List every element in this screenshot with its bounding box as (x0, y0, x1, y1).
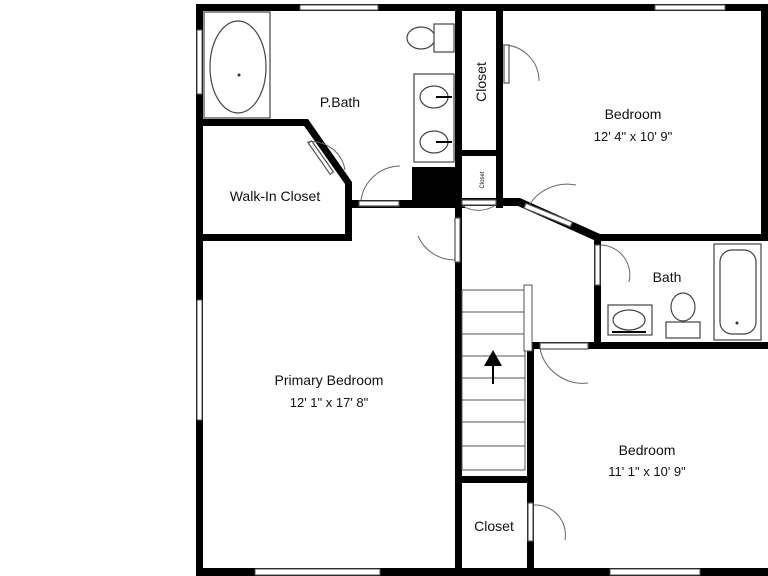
sink-icon (607, 304, 653, 336)
room-dim-bedroom-top: 12' 4" x 10' 9" (594, 129, 673, 144)
room-label-bedroom-bottom: Bedroom (619, 442, 676, 458)
room-label-walk-in-closet: Walk-In Closet (230, 188, 321, 204)
toilet-icon (665, 292, 701, 339)
room-label-bath: Bath (653, 269, 682, 285)
room-label-p-bath: P.Bath (320, 94, 360, 110)
room-label-bedroom-top: Bedroom (605, 106, 662, 122)
sink-icon (413, 73, 455, 163)
room-dim-primary-bedroom: 12' 1" x 17' 8" (290, 395, 369, 410)
room-label-closet-bottom: Closet (474, 518, 514, 534)
bathtub-icon (203, 11, 271, 119)
stairs-up-arrow-icon (484, 350, 502, 384)
windows (196, 4, 726, 576)
walls (196, 4, 768, 576)
room-label-closet-top: Closet (473, 62, 489, 102)
stairs (461, 284, 533, 471)
bathtub-icon (713, 243, 762, 341)
doors (306, 44, 631, 542)
room-label-primary-bedroom: Primary Bedroom (275, 372, 384, 388)
toilet-icon (406, 23, 455, 53)
room-dim-bedroom-bottom: 11' 1" x 10' 9" (608, 464, 686, 479)
room-label-closet-small: Closet (480, 171, 486, 188)
